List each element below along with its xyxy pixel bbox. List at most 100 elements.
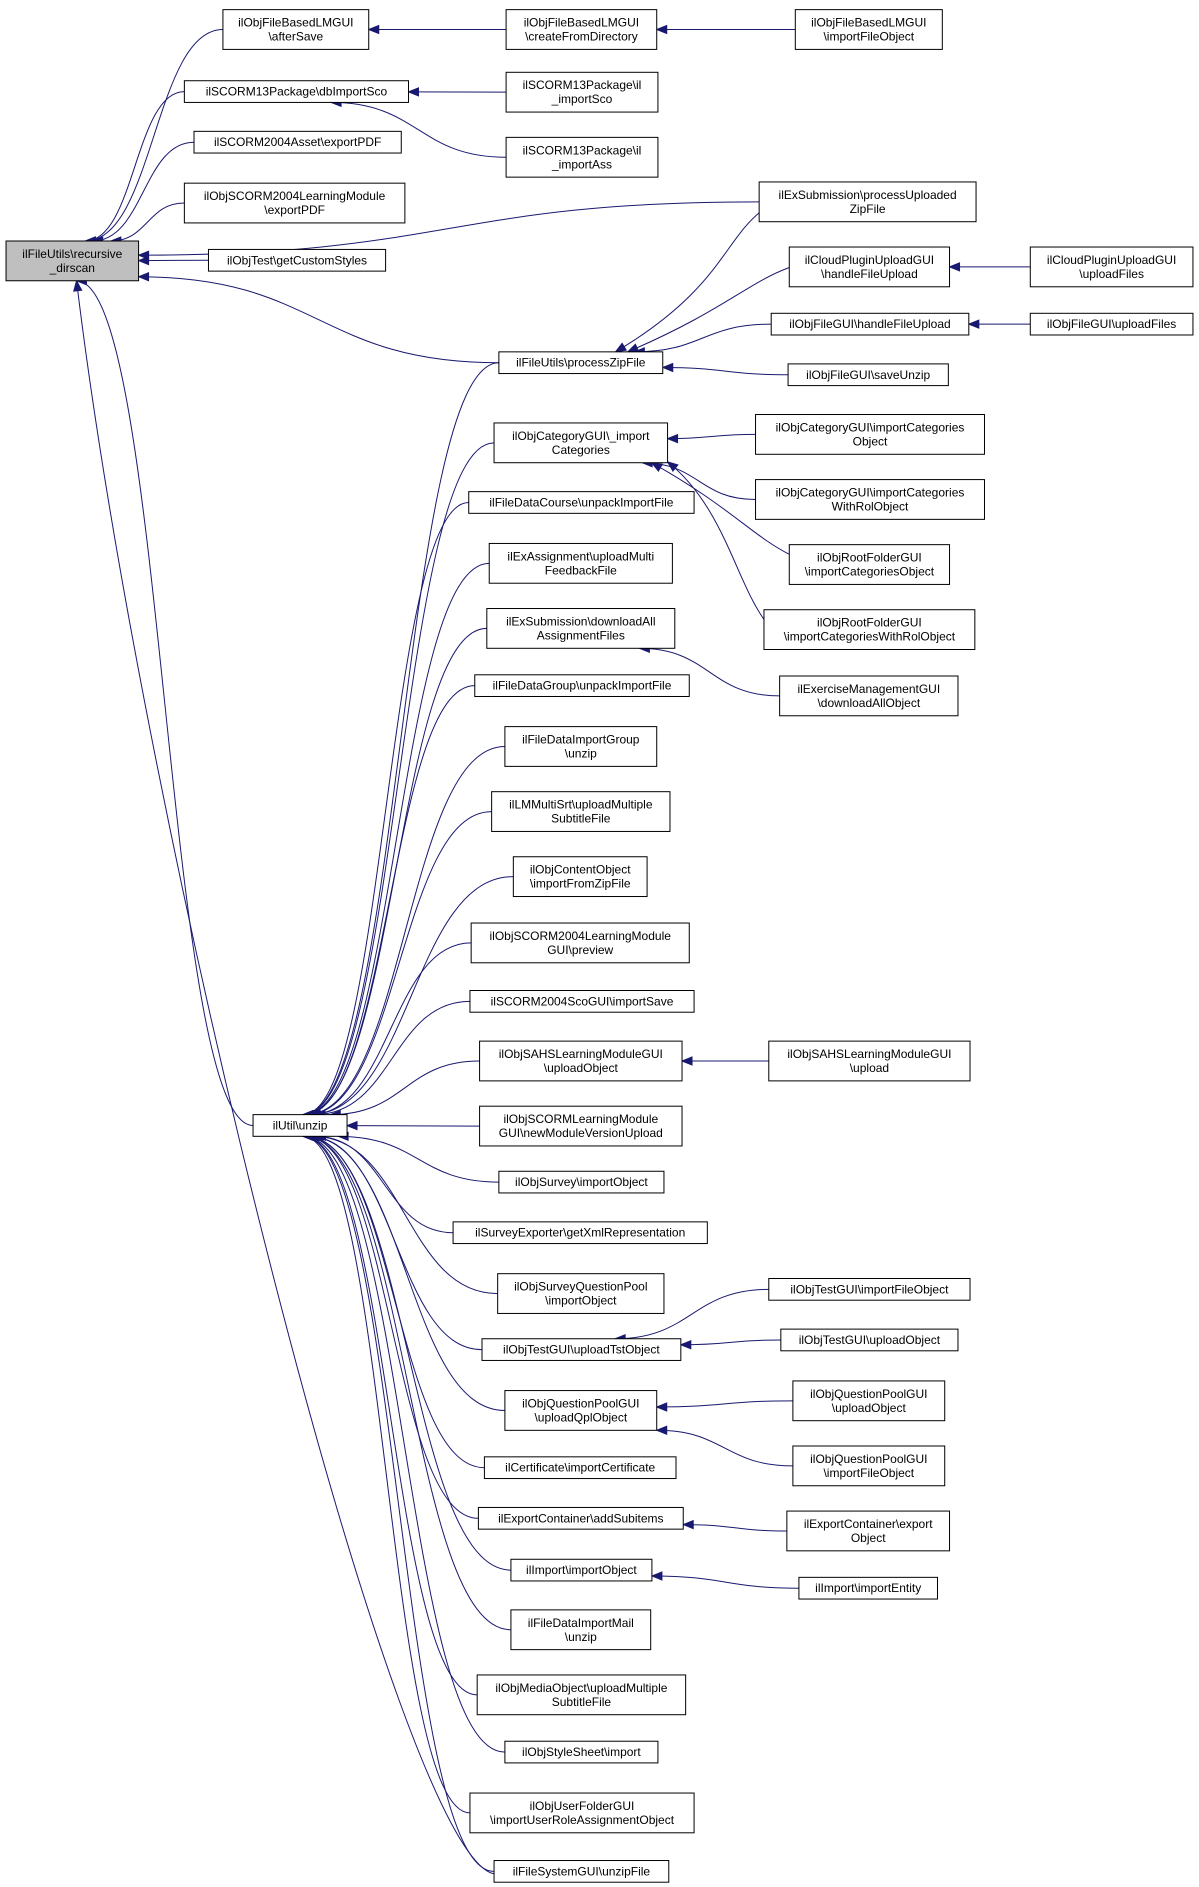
node-label-line: ilSCORM13Package\il bbox=[523, 143, 642, 157]
node-qplgui-importfileobject[interactable]: ilObjQuestionPoolGUI\importFileObject bbox=[792, 1445, 946, 1487]
node-box bbox=[479, 1040, 683, 1082]
node-label-line: ilSCORM13Package\dbImportSco bbox=[206, 85, 388, 99]
node-objfilegui-uploadfiles[interactable]: ilObjFileGUI\uploadFiles bbox=[1029, 312, 1194, 336]
edge-catgui_importcategoriesobject-to-catgui_import_categories bbox=[667, 433, 756, 440]
edge-filesystemgui_unzipfile-to-util_unzip bbox=[302, 1135, 495, 1872]
node-scorm13-importsco[interactable]: ilSCORM13Package\il_importSco bbox=[505, 71, 659, 113]
node-lmgui-aftersave[interactable]: ilObjFileBasedLMGUI\afterSave bbox=[222, 9, 370, 50]
node-exportcontainer-addsubitems[interactable]: ilExportContainer\addSubitems bbox=[477, 1506, 684, 1530]
node-exmgmt-downloadallobject[interactable]: ilExerciseManagementGUI\downloadAllObjec… bbox=[779, 675, 959, 717]
node-box bbox=[779, 675, 959, 717]
node-exsub-downloadallassignmentfiles[interactable]: ilExSubmission\downloadAllAssignmentFile… bbox=[486, 608, 676, 649]
edge-qplgui_importfileobject-to-qplgui_uploadqplobject-arrowhead bbox=[655, 1425, 668, 1436]
node-objcontentobject-importfromzipfile[interactable]: ilObjContentObject\importFromZipFile bbox=[512, 856, 648, 898]
node-scorm13-importass[interactable]: ilSCORM13Package\il_importAss bbox=[505, 136, 659, 178]
node-box bbox=[798, 1576, 938, 1600]
node-surveyexporter-getxmlrepresentation[interactable]: ilSurveyExporter\getXmlRepresentation bbox=[452, 1221, 708, 1245]
node-box bbox=[486, 608, 676, 649]
node-label-line: ilFileUtils\processZipFile bbox=[516, 356, 646, 370]
edge-exsub_processuploadedzipfile-to-recursive_dirscan-arrowhead bbox=[137, 250, 150, 260]
node-filedatagroup-unpackimportfile[interactable]: ilFileDataGroup\unpackImportFile bbox=[474, 674, 690, 697]
node-rootfolder-importcategoriesobject[interactable]: ilObjRootFolderGUI\importCategoriesObjec… bbox=[788, 544, 951, 585]
node-box bbox=[498, 351, 664, 375]
node-filedataimportmail-unzip[interactable]: ilFileDataImportMail\unzip bbox=[510, 1609, 652, 1651]
node-label-line: GUI\preview bbox=[547, 943, 613, 957]
node-testgui-uploadtstobject[interactable]: ilObjTestGUI\uploadTstObject bbox=[481, 1338, 682, 1361]
node-label-line: ilObjSAHSLearningModuleGUI bbox=[787, 1047, 951, 1061]
node-objfilegui-saveunzip[interactable]: ilObjFileGUI\saveUnzip bbox=[787, 363, 949, 387]
node-box bbox=[758, 181, 977, 223]
node-label-line: ilObjSCORM2004LearningModule bbox=[204, 189, 386, 203]
node-scormlmgui-newmoduleversionupload[interactable]: ilObjSCORMLearningModuleGUI\newModuleVer… bbox=[479, 1105, 683, 1147]
node-filedatacourse-unpackimportfile[interactable]: ilFileDataCourse\unpackImportFile bbox=[468, 491, 695, 514]
edge-util_unzip-to-recursive_dirscan bbox=[76, 280, 254, 1126]
node-box bbox=[755, 479, 985, 520]
node-label-line: ilObjTest\getCustomStyles bbox=[227, 253, 367, 267]
node-box bbox=[794, 9, 943, 50]
node-label-line: ilObjTestGUI\importFileObject bbox=[790, 1282, 949, 1296]
node-box bbox=[493, 422, 669, 464]
edge-testgui_uploadobject-to-testgui_uploadtstobject-arrowhead bbox=[679, 1340, 692, 1350]
node-import-importentity[interactable]: ilImport\importEntity bbox=[798, 1576, 938, 1600]
node-import-importobject[interactable]: ilImport\importObject bbox=[510, 1558, 653, 1582]
node-label-line: \exportPDF bbox=[264, 203, 325, 217]
node-testgui-uploadobject[interactable]: ilObjTestGUI\uploadObject bbox=[780, 1328, 959, 1352]
node-scorm2004scogui-importsave[interactable]: ilSCORM2004ScoGUI\importSave bbox=[469, 990, 695, 1013]
node-cloudplugin-uploadfiles[interactable]: ilCloudPluginUploadGUI\uploadFiles bbox=[1029, 246, 1194, 288]
node-sahslmgui-uploadobject[interactable]: ilObjSAHSLearningModuleGUI\uploadObject bbox=[479, 1040, 683, 1082]
node-surveyquestionpool-importobject[interactable]: ilObjSurveyQuestionPool\importObject bbox=[497, 1273, 665, 1314]
node-scorm2004lm-exportpdf[interactable]: ilObjSCORM2004LearningModule\exportPDF bbox=[183, 182, 406, 224]
node-mediaobject-uploadmultiplesubtitlefile[interactable]: ilObjMediaObject\uploadMultipleSubtitleF… bbox=[476, 1674, 687, 1716]
node-objtest-getcustomstyles[interactable]: ilObjTest\getCustomStyles bbox=[207, 248, 387, 272]
edge-exportcontainer_exportobject-to-exportcontainer_addsubitems bbox=[683, 1524, 787, 1532]
node-label-line: ilObjFileBasedLMGUI bbox=[524, 16, 639, 30]
node-box bbox=[193, 130, 402, 154]
edge-scorm13_dbimportsco-to-recursive_dirscan bbox=[85, 91, 185, 242]
node-catgui-import-categories[interactable]: ilObjCategoryGUI\_importCategories bbox=[493, 422, 669, 464]
node-scorm13-dbimportsco[interactable]: ilSCORM13Package\dbImportSco bbox=[183, 80, 409, 103]
node-rootfolder-importcategorieswithrolobject[interactable]: ilObjRootFolderGUI\importCategoriesWithR… bbox=[763, 609, 976, 650]
node-label-line: ilExSubmission\processUploaded bbox=[779, 188, 957, 202]
node-catgui-importcategorieswithrolobject[interactable]: ilObjCategoryGUI\importCategoriesWithRol… bbox=[755, 479, 985, 520]
node-box bbox=[488, 542, 673, 584]
edge-filedataimportmail_unzip-to-util_unzip bbox=[304, 1135, 511, 1631]
edge-exsub_processuploadedzipfile-to-fileutils_processzipfile-arrowhead bbox=[614, 342, 628, 353]
edge-exportcontainer_exportobject-to-exportcontainer_addsubitems-arrowhead bbox=[681, 1519, 694, 1530]
node-certificate-importcertificate[interactable]: ilCertificate\importCertificate bbox=[483, 1456, 677, 1480]
edge-filedatacourse_unpackimportfile-to-util_unzip bbox=[302, 501, 469, 1116]
node-label-line: FeedbackFile bbox=[545, 563, 617, 577]
node-qplgui-uploadobject[interactable]: ilObjQuestionPoolGUI\uploadObject bbox=[792, 1380, 946, 1422]
node-qplgui-uploadqplobject[interactable]: ilObjQuestionPoolGUI\uploadQplObject bbox=[504, 1390, 658, 1431]
node-label-line: \uploadFiles bbox=[1079, 267, 1144, 281]
node-recursive-dirscan[interactable]: ilFileUtils\recursive_dirscan bbox=[5, 240, 140, 282]
node-objsurvey-importobject[interactable]: ilObjSurvey\importObject bbox=[498, 1170, 665, 1194]
node-box bbox=[504, 1740, 659, 1764]
edge-objfilegui_handlefileupload-to-fileutils_processzipfile bbox=[634, 323, 772, 353]
node-label-line: ilObjFileGUI\handleFileUpload bbox=[789, 317, 950, 331]
node-label-line: ilExportContainer\export bbox=[804, 1517, 933, 1531]
node-box bbox=[505, 136, 659, 178]
node-fileutils-processzipfile[interactable]: ilFileUtils\processZipFile bbox=[498, 351, 664, 375]
node-label-line: _importAss bbox=[551, 157, 612, 171]
node-sahslmgui-upload[interactable]: ilObjSAHSLearningModuleGUI\upload bbox=[768, 1040, 971, 1082]
node-util-unzip[interactable]: ilUtil\unzip bbox=[252, 1114, 348, 1137]
node-cloudplugin-handlefileupload[interactable]: ilCloudPluginUploadGUI\handleFileUpload bbox=[788, 246, 951, 288]
node-label-line: ilFileDataGroup\unpackImportFile bbox=[493, 679, 672, 693]
node-stylesheet-import[interactable]: ilObjStyleSheet\import bbox=[504, 1740, 659, 1764]
node-scorm2004asset-exportpdf[interactable]: ilSCORM2004Asset\exportPDF bbox=[193, 130, 402, 154]
node-objfilegui-handlefileupload[interactable]: ilObjFileGUI\handleFileUpload bbox=[770, 312, 970, 336]
node-filesystemgui-unzipfile[interactable]: ilFileSystemGUI\unzipFile bbox=[493, 1860, 670, 1883]
edge-objfilegui_uploadfiles-to-objfilegui_handlefileupload-arrowhead bbox=[967, 319, 980, 329]
node-lmgui-importfileobject[interactable]: ilObjFileBasedLMGUI\importFileObject bbox=[794, 9, 943, 50]
node-userfoldergui-importuserroleassignmentobject[interactable]: ilObjUserFolderGUI\importUserRoleAssignm… bbox=[469, 1792, 695, 1834]
node-catgui-importcategoriesobject[interactable]: ilObjCategoryGUI\importCategoriesObject bbox=[755, 414, 985, 455]
node-box bbox=[763, 609, 976, 650]
node-filedataimportgroup-unzip[interactable]: ilFileDataImportGroup\unzip bbox=[504, 726, 658, 767]
node-lmgui-createfromdirectory[interactable]: ilObjFileBasedLMGUI\createFromDirectory bbox=[505, 9, 658, 50]
node-testgui-importfileobject[interactable]: ilObjTestGUI\importFileObject bbox=[768, 1278, 971, 1301]
